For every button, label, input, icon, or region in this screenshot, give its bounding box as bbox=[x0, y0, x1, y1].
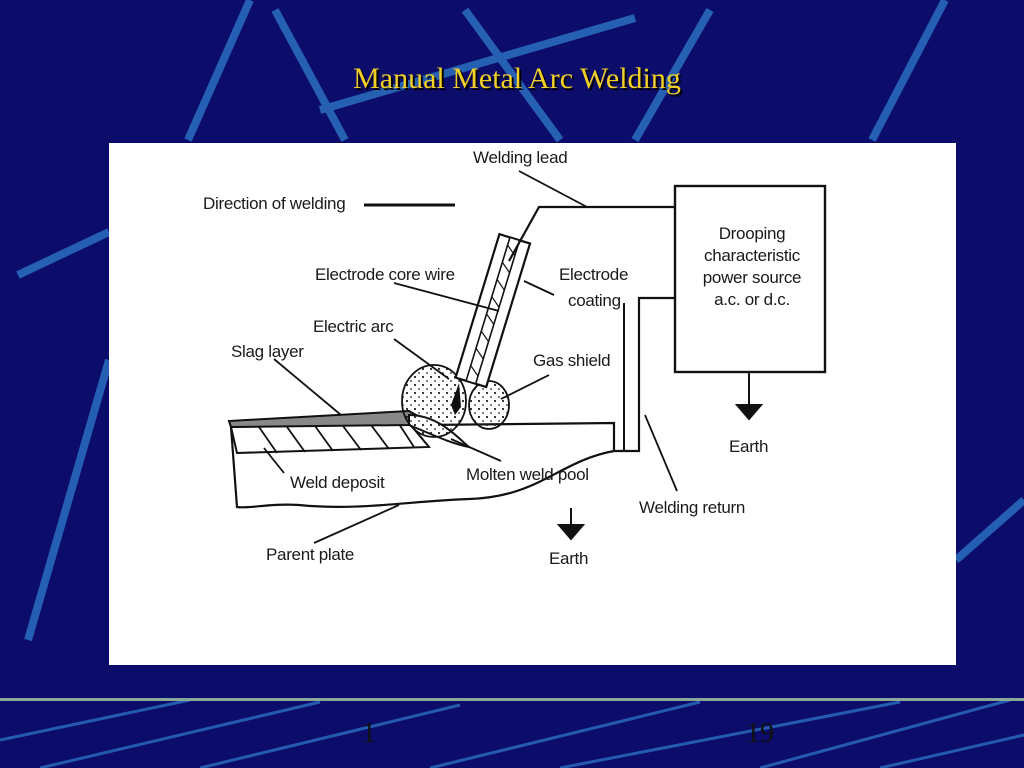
label-welding-return: Welding return bbox=[639, 498, 746, 517]
gas-shield-left bbox=[401, 364, 467, 438]
slag-layer bbox=[227, 409, 430, 429]
earth-symbol-source bbox=[734, 372, 764, 421]
welding-return-cable bbox=[614, 296, 674, 453]
earth-symbol-plate bbox=[556, 508, 586, 541]
welding-lead-cable bbox=[508, 205, 674, 262]
label-direction-of-welding: Direction of welding bbox=[203, 194, 346, 213]
power-source-box bbox=[673, 184, 827, 374]
label-parent-plate: Parent plate bbox=[266, 545, 355, 564]
label-gas-shield: Gas shield bbox=[533, 351, 611, 370]
welding-diagram-panel: Welding lead Direction of welding Electr… bbox=[109, 143, 956, 665]
label-earth-plate: Earth bbox=[549, 549, 589, 568]
label-slag-layer: Slag layer bbox=[231, 342, 304, 361]
footer-left-number: 1 bbox=[362, 718, 376, 749]
footer-divider bbox=[0, 698, 1024, 701]
label-welding-lead: Welding lead bbox=[473, 148, 568, 167]
power-source-line-1: Drooping bbox=[718, 224, 786, 243]
welding-diagram bbox=[227, 170, 827, 544]
gas-shield-right bbox=[468, 380, 510, 430]
electrode bbox=[454, 232, 532, 389]
slide-title: Manual Metal Arc Welding bbox=[353, 62, 681, 95]
label-molten-weld-pool: Molten weld pool bbox=[466, 465, 589, 484]
arc-droplet bbox=[451, 383, 461, 415]
label-electrode-coating-1: Electrode bbox=[559, 265, 629, 284]
footer-right-number: 19 bbox=[746, 718, 774, 749]
label-electrode-coating-2: coating bbox=[568, 291, 621, 310]
label-weld-deposit: Weld deposit bbox=[290, 473, 385, 492]
power-source-line-3: power source bbox=[702, 268, 802, 287]
power-source-line-2: characteristic bbox=[704, 246, 800, 265]
power-source-line-4: a.c. or d.c. bbox=[714, 290, 790, 309]
label-electrode-core-wire: Electrode core wire bbox=[315, 265, 455, 284]
power-source-label: Drooping characteristic power source a.c… bbox=[693, 223, 811, 311]
label-earth-source: Earth bbox=[729, 437, 769, 456]
label-electric-arc: Electric arc bbox=[313, 317, 394, 336]
